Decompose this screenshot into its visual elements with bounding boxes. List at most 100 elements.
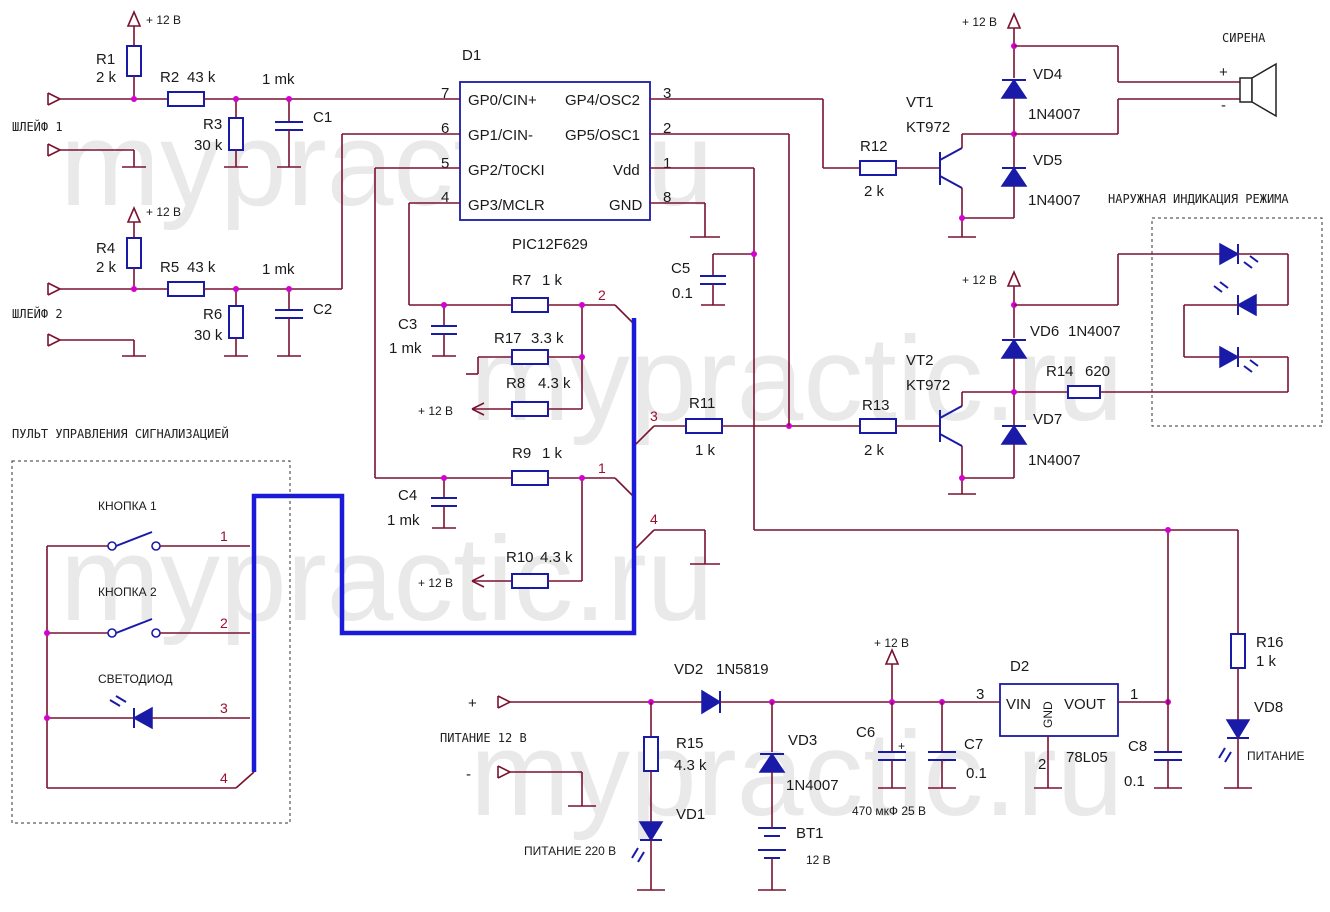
led-outdoor-2-icon: [1236, 293, 1257, 317]
c4-value: 1 mk: [387, 512, 420, 529]
siren-label: СИРЕНА: [1222, 31, 1266, 45]
c3-ref: C3: [398, 316, 417, 333]
vd4-part: 1N4007: [1028, 106, 1081, 123]
diode-vd2: [701, 689, 722, 715]
bus-pin-mcu-4: 4: [650, 511, 658, 527]
d1-pin-gp0: GP0/CIN+: [468, 92, 537, 109]
resistor-r14: [1067, 385, 1101, 399]
r4-ref: R4: [96, 240, 115, 257]
r14-ref: R14: [1046, 363, 1074, 380]
pwr-plus-label: +: [468, 695, 477, 712]
pwr-minus-label: -: [466, 766, 471, 783]
d2-ref: D2: [1010, 658, 1029, 675]
d1-pin-vdd: Vdd: [613, 162, 640, 179]
r2-value: 43 k: [187, 69, 216, 86]
resistor-r12: [859, 160, 897, 176]
vd1-ref: VD1: [676, 806, 705, 823]
r17-value: 3.3 k: [531, 330, 564, 347]
c5-ref: C5: [671, 260, 690, 277]
r2-ref: R2: [160, 69, 179, 86]
resistor-r10: [511, 573, 549, 589]
vd5-ref: VD5: [1033, 152, 1062, 169]
c7-value: 0.1: [966, 765, 987, 782]
vd7-part: 1N4007: [1028, 452, 1081, 469]
r15-ref: R15: [676, 735, 704, 752]
r10-ref: R10: [506, 549, 534, 566]
r9-value: 1 k: [542, 445, 563, 462]
supply-label-vd4: + 12 В: [962, 15, 997, 29]
vd7-ref: VD7: [1033, 411, 1062, 428]
loop2-input-circuit: + 12 В R4 2 k R5 43 k 1 mk R6 30 k C2 ШЛ…: [12, 133, 460, 357]
loop2-label: ШЛЕЙФ 2: [12, 306, 63, 321]
loop1-input-circuit: + 12 В R1 2 k R2 43 k 1 mk R3 30 k C1 ШЛ…: [12, 9, 460, 168]
keyboard-network: R7 1 k 2 C3 1 mk R17 3.3 k + 12 В R8 4.3…: [374, 133, 860, 590]
c1-value: 1 mk: [262, 71, 295, 88]
power220-label: ПИТАНИЕ 220 В: [524, 844, 616, 858]
speaker-icon: [1239, 77, 1253, 103]
panel-led-icon: [132, 706, 153, 730]
button1-label: КНОПКА 1: [98, 499, 157, 513]
supply-arrow-r1: [126, 9, 142, 46]
supply-label-r10: + 12 В: [418, 576, 453, 590]
button1-switch-icon: [107, 541, 117, 551]
outdoor-indicator-frame: [1151, 217, 1323, 427]
resistor-r17: [511, 349, 549, 365]
bt1-ref: BT1: [796, 825, 824, 842]
control-panel-frame: [11, 460, 291, 824]
mcu-d1: D1 GP0/CIN+ GP1/CIN- GP2/T0CKI GP3/MCLR …: [441, 47, 1238, 531]
speaker-cone-icon: [1251, 62, 1277, 118]
resistor-r11: [685, 418, 723, 434]
d1-pinnum-7: 7: [441, 85, 449, 102]
d2-pin-in: 3: [976, 686, 984, 703]
resistor-r16: [1230, 633, 1246, 669]
d2-vout: VOUT: [1064, 696, 1106, 713]
vt2-ref: VT2: [906, 352, 934, 369]
c2-ref: C2: [313, 301, 332, 318]
mcu-d1-body: [459, 81, 651, 221]
r6-ref: R6: [203, 306, 222, 323]
r12-value: 2 k: [864, 183, 885, 200]
r12-ref: R12: [860, 138, 888, 155]
bus-pin-panel-4: 4: [220, 770, 228, 786]
r10-value: 4.3 k: [540, 549, 573, 566]
supply-label-r8: + 12 В: [418, 404, 453, 418]
d1-pin-gp4: GP4/OSC2: [565, 92, 640, 109]
bus-pin-panel-3: 3: [220, 700, 228, 716]
watermark-3: mypractic.ru: [60, 512, 713, 646]
resistor-r3: [228, 117, 244, 151]
resistor-r8: [511, 401, 549, 417]
siren-minus: -: [1221, 97, 1226, 114]
button2-label: КНОПКА 2: [98, 585, 157, 599]
bus-pin-panel-1: 1: [220, 528, 228, 544]
r6-value: 30 k: [194, 327, 223, 344]
vd5-part: 1N4007: [1028, 192, 1081, 209]
outdoor-label: НАРУЖНАЯ ИНДИКАЦИЯ РЕЖИМА: [1108, 192, 1289, 206]
resistor-r4: [126, 237, 142, 269]
d1-pin-gp1: GP1/CIN-: [468, 127, 533, 144]
c6-ref: C6: [856, 724, 875, 741]
vd3-part: 1N4007: [786, 777, 839, 794]
r4-value: 2 k: [96, 259, 117, 276]
d1-pinnum-8: 8: [663, 189, 671, 206]
r9-ref: R9: [512, 445, 531, 462]
resistor-r7: [511, 297, 549, 313]
led-vd8-icon: [1225, 719, 1251, 740]
c5-value: 0.1: [672, 285, 693, 302]
led-vd1-icon: [638, 821, 664, 842]
supply-label-vd6: + 12 В: [962, 273, 997, 287]
c6-value: 470 мкФ 25 В: [852, 804, 926, 818]
c1-ref: C1: [313, 109, 332, 126]
r5-value: 43 k: [187, 259, 216, 276]
r1-ref: R1: [96, 51, 115, 68]
d2-vin: VIN: [1006, 696, 1031, 713]
d1-pinnum-6: 6: [441, 120, 449, 137]
r16-ref: R16: [1256, 634, 1284, 651]
indicator-driver: R13 2 k VT2 KT972 + 12 В VD6 1N4007 VD7 …: [859, 192, 1323, 495]
d1-pin-gp5: GP5/OSC1: [565, 127, 640, 144]
power12-label: ПИТАНИЕ 12 В: [440, 731, 527, 745]
c7-ref: C7: [964, 736, 983, 753]
supply-label-c6: + 12 В: [874, 636, 909, 650]
diode-vd4: [1000, 78, 1028, 99]
resistor-r15: [643, 736, 659, 772]
c8-value: 0.1: [1124, 773, 1145, 790]
